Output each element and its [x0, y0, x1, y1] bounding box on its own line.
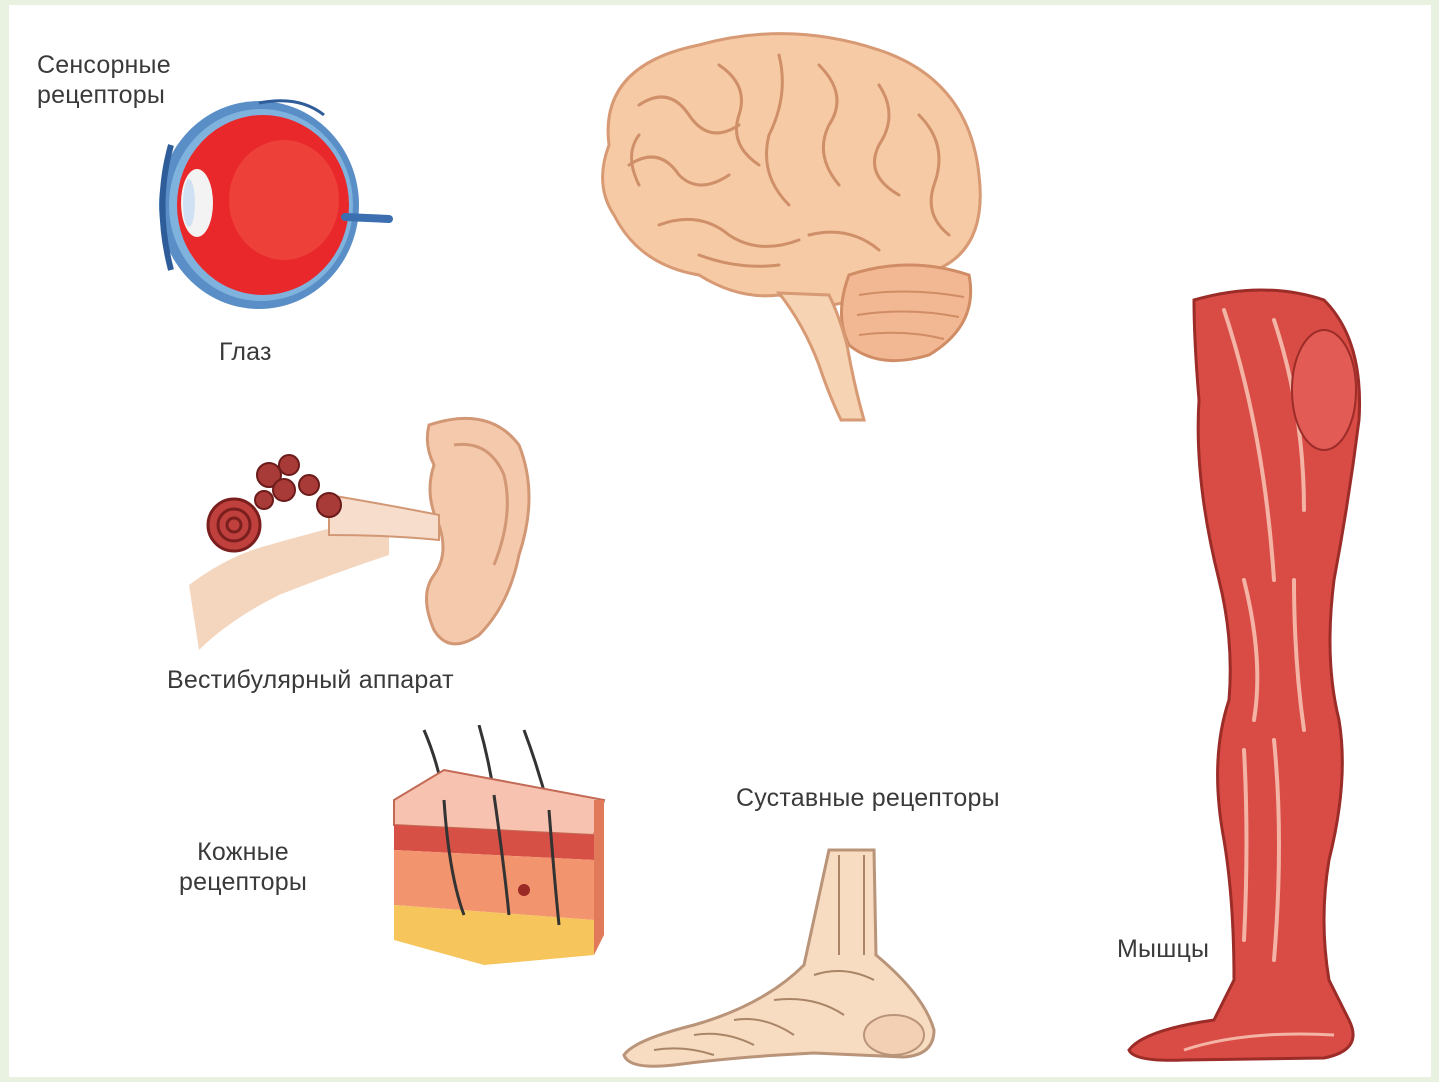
diagram-canvas: Сенсорные рецепторы Глаз Вестибулярный а…: [9, 5, 1431, 1077]
brain-icon: [579, 25, 999, 425]
sensory-receptors-label-line1: Сенсорные: [37, 50, 171, 80]
skin-receptors-label-line2: рецепторы: [179, 867, 307, 897]
joint-receptors-label: Суставные рецепторы: [736, 783, 1000, 813]
foot-icon: [614, 845, 944, 1075]
vestibular-label: Вестибулярный аппарат: [167, 665, 454, 695]
skin-receptors-label-line1: Кожные: [179, 837, 307, 867]
leg-muscles-icon: [1124, 280, 1384, 1070]
ear-icon: [189, 405, 549, 655]
eye-label: Глаз: [219, 337, 272, 367]
skin-block-icon: [384, 725, 614, 970]
eye-icon: [149, 85, 394, 315]
skin-receptors-label: Кожные рецепторы: [179, 837, 307, 897]
